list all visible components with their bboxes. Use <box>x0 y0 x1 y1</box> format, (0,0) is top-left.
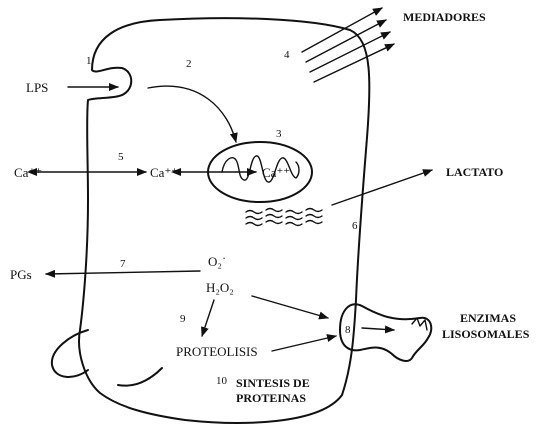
number-10: 10 <box>216 375 228 387</box>
number-8: 8 <box>345 324 351 336</box>
number-6: 6 <box>352 220 358 232</box>
er-squiggles <box>246 209 322 226</box>
label-o2: O₂˙ <box>208 254 226 269</box>
mediadores-arrows <box>302 8 394 82</box>
label-ca-mito: Ca⁺⁺ <box>262 165 290 180</box>
membrane-curl <box>118 368 162 386</box>
label-proteolisis: PROTEOLISIS <box>176 344 258 359</box>
label-enzimas-1: ENZIMAS <box>460 311 516 325</box>
cell-membrane <box>79 18 369 423</box>
pgs-arrow <box>46 271 200 274</box>
label-h2o2: H₂O₂ <box>206 280 234 295</box>
number-3: 3 <box>276 128 282 140</box>
signal-arrow <box>148 86 236 142</box>
label-sintesis-1: SINTESIS DE <box>236 376 310 390</box>
membrane-loop <box>52 330 88 377</box>
h2o2-lysosome-arrow <box>252 296 328 318</box>
label-enzimas-2: LISOSOMALES <box>442 327 530 341</box>
number-5: 5 <box>118 151 124 163</box>
lysosome-tail <box>412 318 427 330</box>
number-7: 7 <box>120 258 126 270</box>
label-sintesis-2: PROTEINAS <box>236 391 306 405</box>
number-4: 4 <box>284 49 290 61</box>
number-9: 9 <box>180 313 186 325</box>
lysosome-inner-arrow <box>362 328 394 330</box>
h2o2-proteolisis-arrow <box>202 300 214 336</box>
number-2: 2 <box>186 58 192 70</box>
label-mediadores: MEDIADORES <box>403 10 486 24</box>
label-pgs: PGs <box>10 267 32 282</box>
label-ca-cyto: Ca⁺⁺ <box>150 165 178 180</box>
label-lactato: LACTATO <box>446 165 503 179</box>
number-1: 1 <box>86 55 92 67</box>
lactato-arrow <box>332 170 432 205</box>
label-ca-outside: Ca⁺⁺ <box>14 165 42 180</box>
label-lps: LPS <box>26 80 48 95</box>
proteolisis-lysosome-arrow <box>272 336 336 351</box>
